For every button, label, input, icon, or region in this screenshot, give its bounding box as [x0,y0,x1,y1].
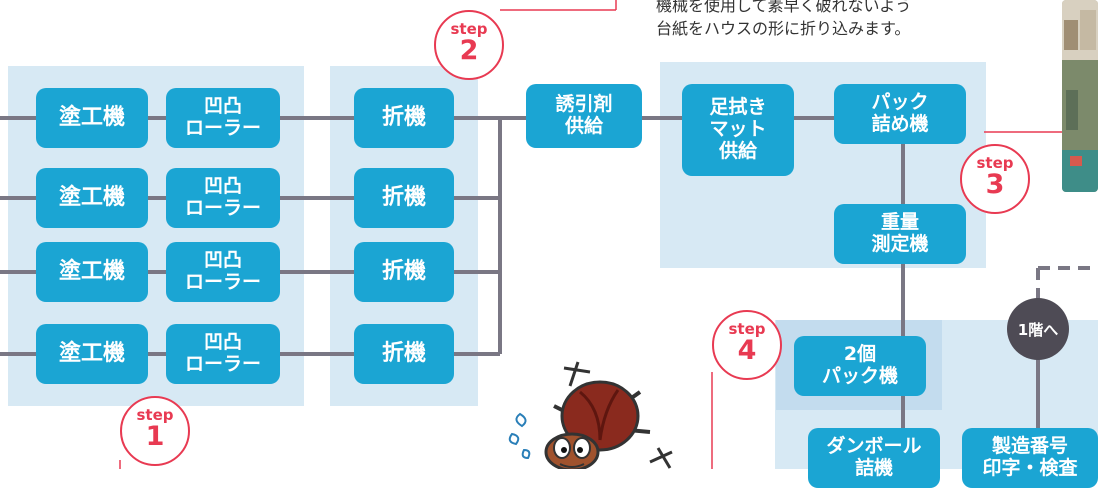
emboss-roller-1: 凹凸 ローラー [166,88,280,148]
step-3-label: step [976,154,1014,172]
folding-machine-3: 折機 [354,242,454,302]
weighing-machine: 重量 測定機 [834,204,966,264]
step-2-label: step [450,20,488,38]
step-4-badge: step 4 [712,310,782,380]
serial-print-inspect: 製造番号 印字・検査 [962,428,1098,488]
mat-supply: 足拭き マット 供給 [682,84,794,176]
emboss-roller-3: 凹凸 ローラー [166,242,280,302]
coater-machine-1: 塗工機 [36,88,148,148]
note-line-1: 機械を使用して素早く破れないよう [656,0,912,15]
cardboard-packing-machine: ダンボール 詰機 [808,428,940,488]
coater-machine-4: 塗工機 [36,324,148,384]
folding-machine-1: 折機 [354,88,454,148]
note-line-2: 台紙をハウスの形に折り込みます。 [656,19,911,39]
step-2-number: 2 [459,35,479,66]
step-1-number: 1 [145,421,165,452]
attractant-supply: 誘引剤 供給 [526,84,642,148]
factory-photo [1062,0,1098,192]
coater-machine-3: 塗工機 [36,242,148,302]
folding-machine-2: 折機 [354,168,454,228]
step-2-badge: step 2 [434,10,504,80]
cockroach-mascot-illustration [500,356,690,472]
step-3-number: 3 [985,169,1005,200]
emboss-roller-4: 凹凸 ローラー [166,324,280,384]
step-1-label: step [136,406,174,424]
coater-machine-2: 塗工機 [36,168,148,228]
to-first-floor-node: 1階へ [1007,298,1069,360]
pack-filling-machine: パック 詰め機 [834,84,966,144]
step-4-label: step [728,320,766,338]
emboss-roller-2: 凹凸 ローラー [166,168,280,228]
step-3-badge: step 3 [960,144,1030,214]
two-pack-machine: 2個 パック機 [794,336,926,396]
step-1-badge: step 1 [120,396,190,466]
folding-machine-4: 折機 [354,324,454,384]
step-4-number: 4 [737,335,757,366]
step2-note: 機械を使用して素早く破れないよう 台紙をハウスの形に折り込みます。 [656,0,911,40]
